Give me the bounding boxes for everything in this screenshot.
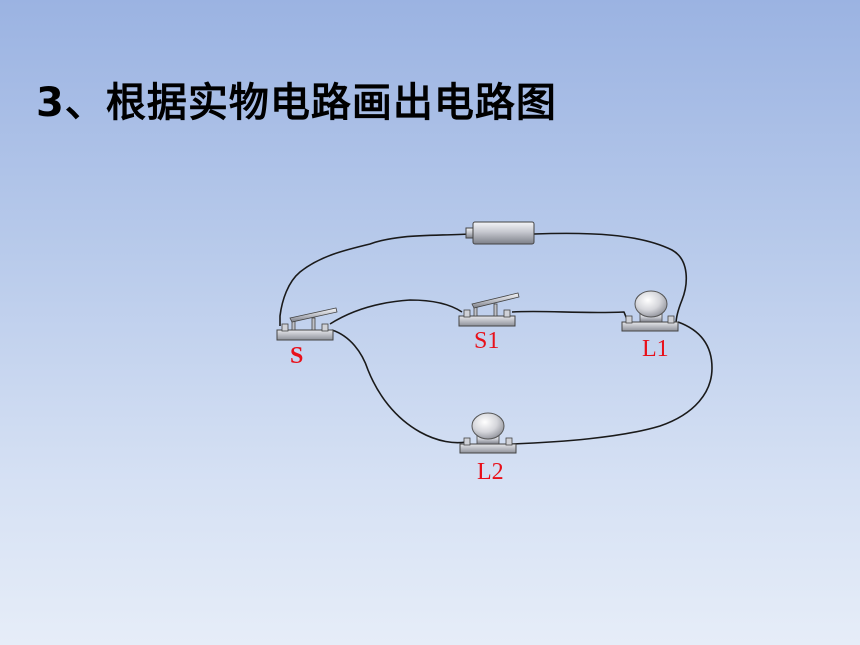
wire-battery-to-lamp-l1 [533,232,688,325]
wire-switch-s-to-lamp-l2 [331,329,467,444]
wire-s1-to-lamp-l1 [511,310,629,323]
switch-icon [276,307,338,341]
page-title: 3、根据实物电路画出电路图 [36,80,557,126]
battery-icon [465,221,535,245]
wire-lamp-l2-to-lamp-l1 [511,321,713,445]
wires [279,232,713,445]
lamp-icon [459,412,517,454]
lamp-l1-label: L1 [642,336,669,362]
switch-s-label: S [290,343,304,369]
switch-icon [458,292,520,327]
wire-switch-s-to-s1 [329,299,463,325]
switch-s1-label: S1 [474,328,500,354]
lamp-icon [621,290,679,332]
wire-battery-to-switch-s [279,233,471,326]
lamp-l2-label: L2 [477,459,504,485]
